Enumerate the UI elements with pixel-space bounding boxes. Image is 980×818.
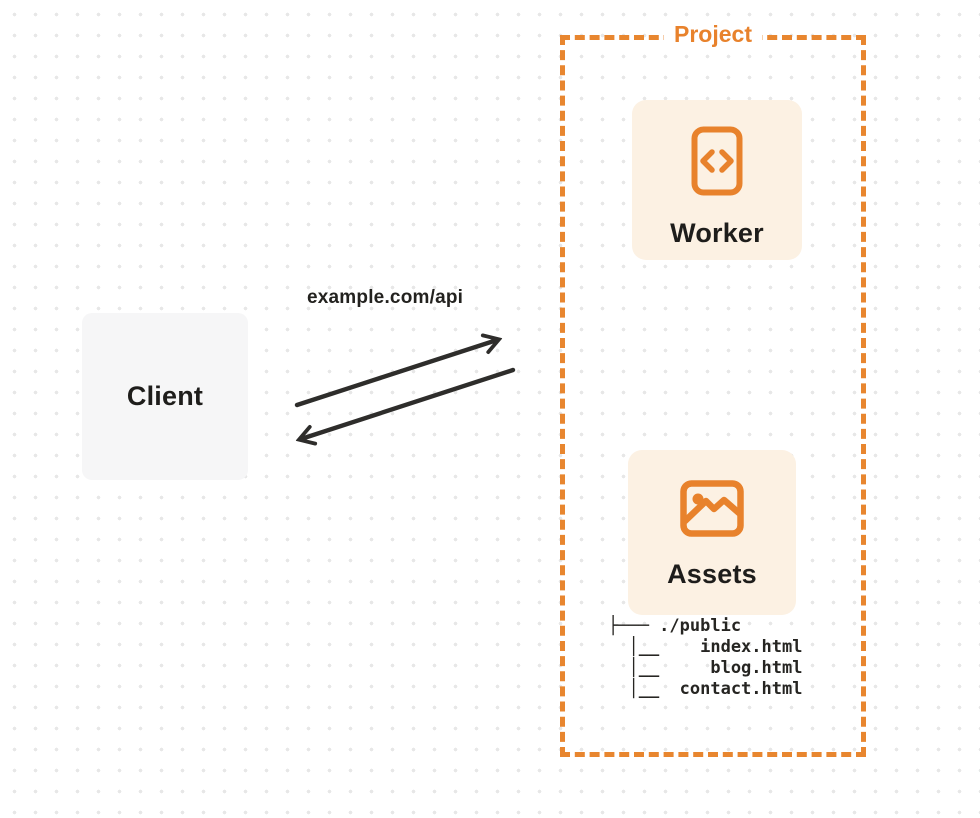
request-url-label: example.com/api	[307, 287, 464, 308]
assets-node: Assets	[628, 450, 796, 615]
client-label: Client	[126, 381, 204, 411]
file-tree: ├─── ./public │__ index.html │__ blog.ht…	[608, 616, 803, 699]
project-label: Project	[664, 21, 762, 48]
assets-label: Assets	[667, 559, 757, 589]
image-icon	[680, 480, 744, 537]
worker-node: Worker	[632, 100, 802, 260]
client-node: Client	[82, 313, 248, 480]
code-icon	[691, 126, 743, 196]
project-container: Project	[560, 21, 866, 757]
arrow-to-project	[294, 340, 497, 408]
worker-label: Worker	[670, 218, 764, 248]
arrow-to-client	[301, 367, 516, 439]
